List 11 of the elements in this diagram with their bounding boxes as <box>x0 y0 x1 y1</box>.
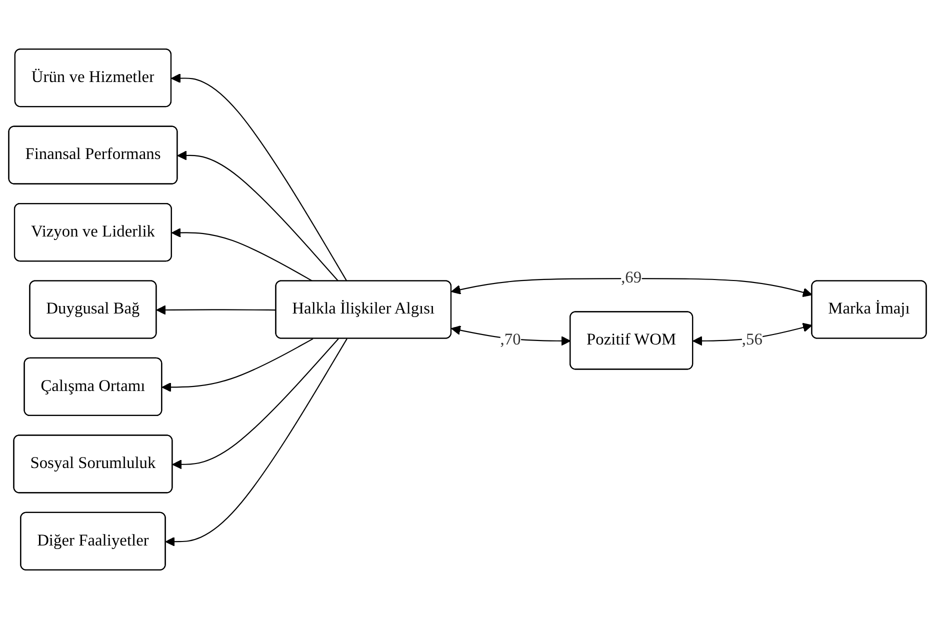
arrow <box>171 73 348 282</box>
arrow <box>165 338 348 546</box>
arrow <box>172 228 314 282</box>
arrow <box>172 338 339 470</box>
edge-label: ,70 <box>500 331 521 349</box>
edge-label: ,56 <box>742 331 762 349</box>
arrow <box>156 305 276 315</box>
arrow <box>451 278 812 298</box>
edge-label: ,69 <box>621 270 642 288</box>
arrow <box>162 338 314 392</box>
arrow <box>177 150 339 282</box>
